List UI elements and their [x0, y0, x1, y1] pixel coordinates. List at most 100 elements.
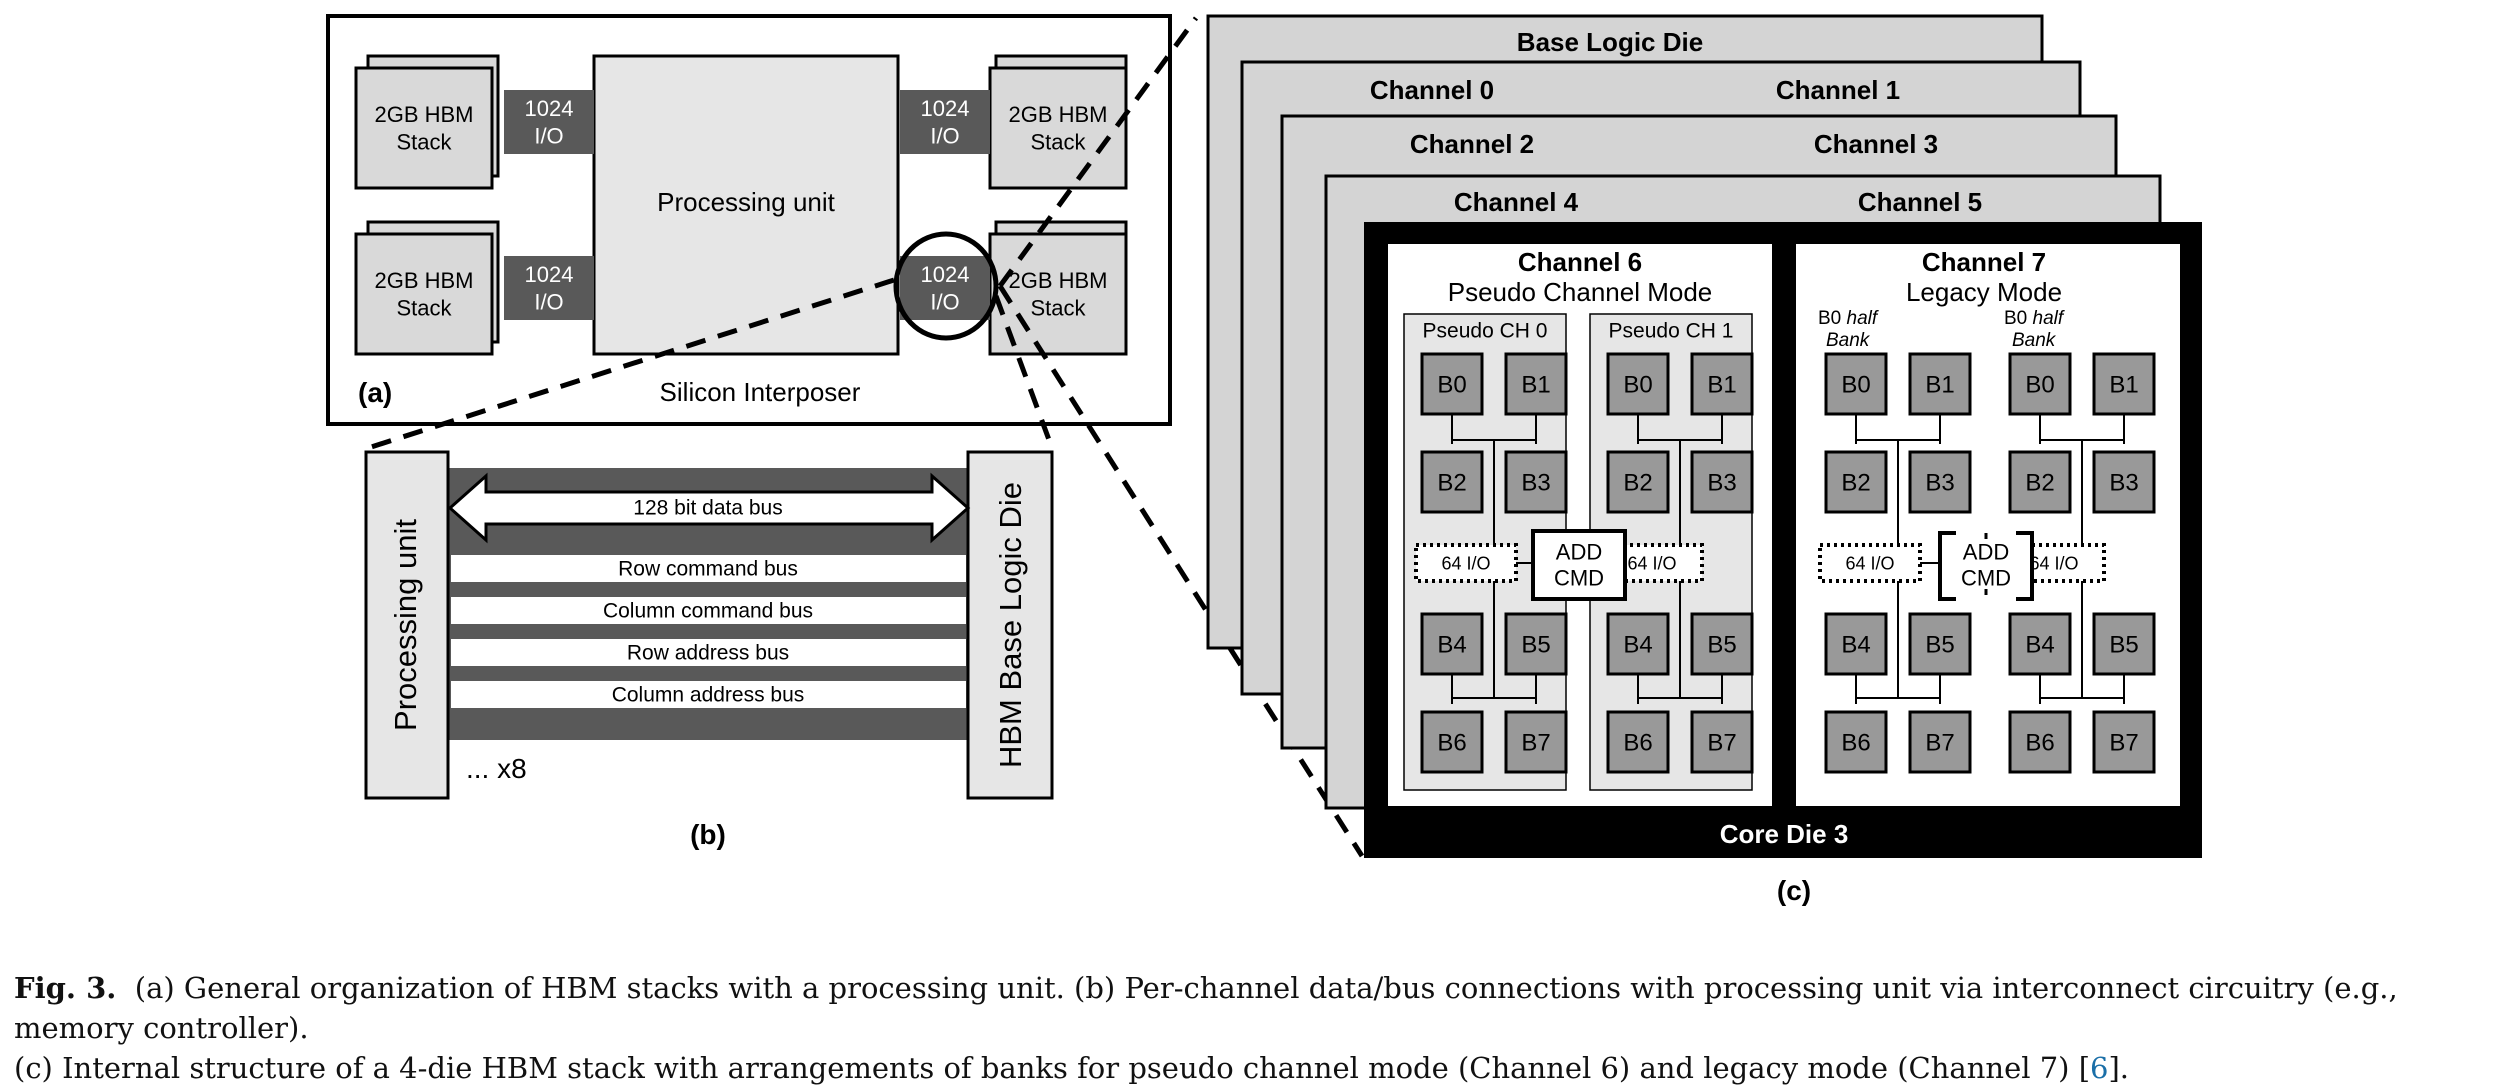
- bank-b0: [2008, 352, 2072, 416]
- bank-label: B5: [1521, 631, 1550, 658]
- pseudo-ch-label: Pseudo CH 0: [1423, 319, 1548, 342]
- column-address-bus: [451, 681, 966, 708]
- bank-label: B3: [1521, 469, 1550, 496]
- caption-line-1: Fig. 3. (a) General organization of HBM …: [14, 968, 2510, 1048]
- io-64-label: 64 I/O: [2029, 553, 2078, 573]
- channel-6-title: Channel 6: [1518, 247, 1642, 277]
- io-64-box: [1818, 543, 1922, 583]
- hbm-stack-top-left: [354, 66, 494, 190]
- bank-b0: [1420, 352, 1484, 416]
- bank-b6: [1824, 710, 1888, 774]
- bank-b6: [1420, 710, 1484, 774]
- bank-label: B1: [1707, 371, 1736, 398]
- bank-b5: [1504, 612, 1568, 676]
- bank-label: B6: [1437, 729, 1466, 756]
- row-command-bus: [451, 555, 966, 582]
- pseudo-ch-label: Pseudo CH 1: [1609, 319, 1734, 342]
- bank-label: B7: [1925, 729, 1954, 756]
- bank-label: B1: [1521, 371, 1550, 398]
- zoom-lines: [367, 16, 1365, 858]
- bank-b0: [1606, 352, 1670, 416]
- bus-label: Row command bus: [618, 557, 798, 580]
- caption-text-2-end: ].: [2108, 1051, 2130, 1085]
- hbm-stack-top-right: [988, 66, 1128, 190]
- bank-b3: [1690, 450, 1754, 514]
- caption-label: Fig. 3.: [14, 971, 117, 1005]
- bank-label: B0: [1841, 371, 1870, 398]
- bank-b2: [1824, 450, 1888, 514]
- channel-7-title: Channel 7: [1922, 247, 2046, 277]
- channel-label: Channel 5: [1858, 187, 1982, 217]
- channel-7-mode: Legacy Mode: [1906, 277, 2062, 307]
- bank-label: B5: [2109, 631, 2138, 658]
- bank-label: B2: [1623, 469, 1652, 496]
- bank-b4: [1420, 612, 1484, 676]
- bank-label: B4: [1437, 631, 1466, 658]
- bank-b1: [1908, 352, 1972, 416]
- bank-b2: [2008, 450, 2072, 514]
- silicon-interposer-label: Silicon Interposer: [660, 377, 861, 407]
- hbm-stack-bottom-left: [354, 232, 494, 356]
- bank-b6: [2008, 710, 2072, 774]
- bank-label: B1: [2109, 371, 2138, 398]
- bank-b1: [1690, 352, 1754, 416]
- bank-label: B2: [2025, 469, 2054, 496]
- processing-unit-label: Processing unit: [657, 187, 836, 217]
- bank-b7: [1908, 710, 1972, 774]
- base-logic-die-label: HBM Base Logic Die: [993, 482, 1028, 768]
- io-64-label: 64 I/O: [1845, 553, 1894, 573]
- data-bus-arrow: [447, 472, 971, 544]
- bank-label: B5: [1925, 631, 1954, 658]
- bank-b6: [1606, 710, 1670, 774]
- io-connector: [504, 256, 594, 320]
- bank-label: B6: [2025, 729, 2054, 756]
- bank-label: B3: [1707, 469, 1736, 496]
- channel-label: Channel 2: [1410, 129, 1534, 159]
- bus-multiplier: ... x8: [466, 753, 527, 784]
- bank-b3: [1908, 450, 1972, 514]
- bank-label: B3: [2109, 469, 2138, 496]
- bank-b5: [1690, 612, 1754, 676]
- bank-b2: [1606, 450, 1670, 514]
- channel-label: Channel 1: [1776, 75, 1900, 105]
- panel-a-tag: (a): [358, 377, 392, 408]
- bank-label: B4: [1623, 631, 1652, 658]
- column-command-bus: [451, 597, 966, 624]
- io-connector: [900, 256, 990, 320]
- bank-label: B2: [1841, 469, 1870, 496]
- bank-b3: [1504, 450, 1568, 514]
- add-cmd-box: [1940, 533, 2032, 599]
- caption-citation-link[interactable]: 6: [2090, 1051, 2109, 1085]
- panel-b-tag: (b): [690, 819, 726, 850]
- core-die-label: Core Die 3: [1720, 819, 1849, 849]
- caption-text-1: (a) General organization of HBM stacks w…: [14, 971, 2398, 1045]
- io-connector: [504, 90, 594, 154]
- bank-label: B6: [1623, 729, 1652, 756]
- processing-unit-bar: [364, 450, 450, 800]
- bank-b5: [2092, 612, 2156, 676]
- io-64-label: 64 I/O: [1627, 553, 1676, 573]
- bank-label: B7: [1521, 729, 1550, 756]
- bank-b5: [1908, 612, 1972, 676]
- bank-label: B7: [1707, 729, 1736, 756]
- bus-label: Row address bus: [627, 641, 789, 664]
- bank-b7: [1504, 710, 1568, 774]
- io-64-label: 64 I/O: [1441, 553, 1490, 573]
- bus-label: 128 bit data bus: [633, 496, 782, 519]
- half-bank-label: B0 half: [1818, 308, 1879, 329]
- panel-c-tag: (c): [1777, 875, 1811, 906]
- zoom-circle: [893, 231, 999, 341]
- half-bank-label: B0 half: [2004, 308, 2065, 329]
- bank-b3: [2092, 450, 2156, 514]
- caption-line-2: (c) Internal structure of a 4-die HBM st…: [14, 1048, 2510, 1088]
